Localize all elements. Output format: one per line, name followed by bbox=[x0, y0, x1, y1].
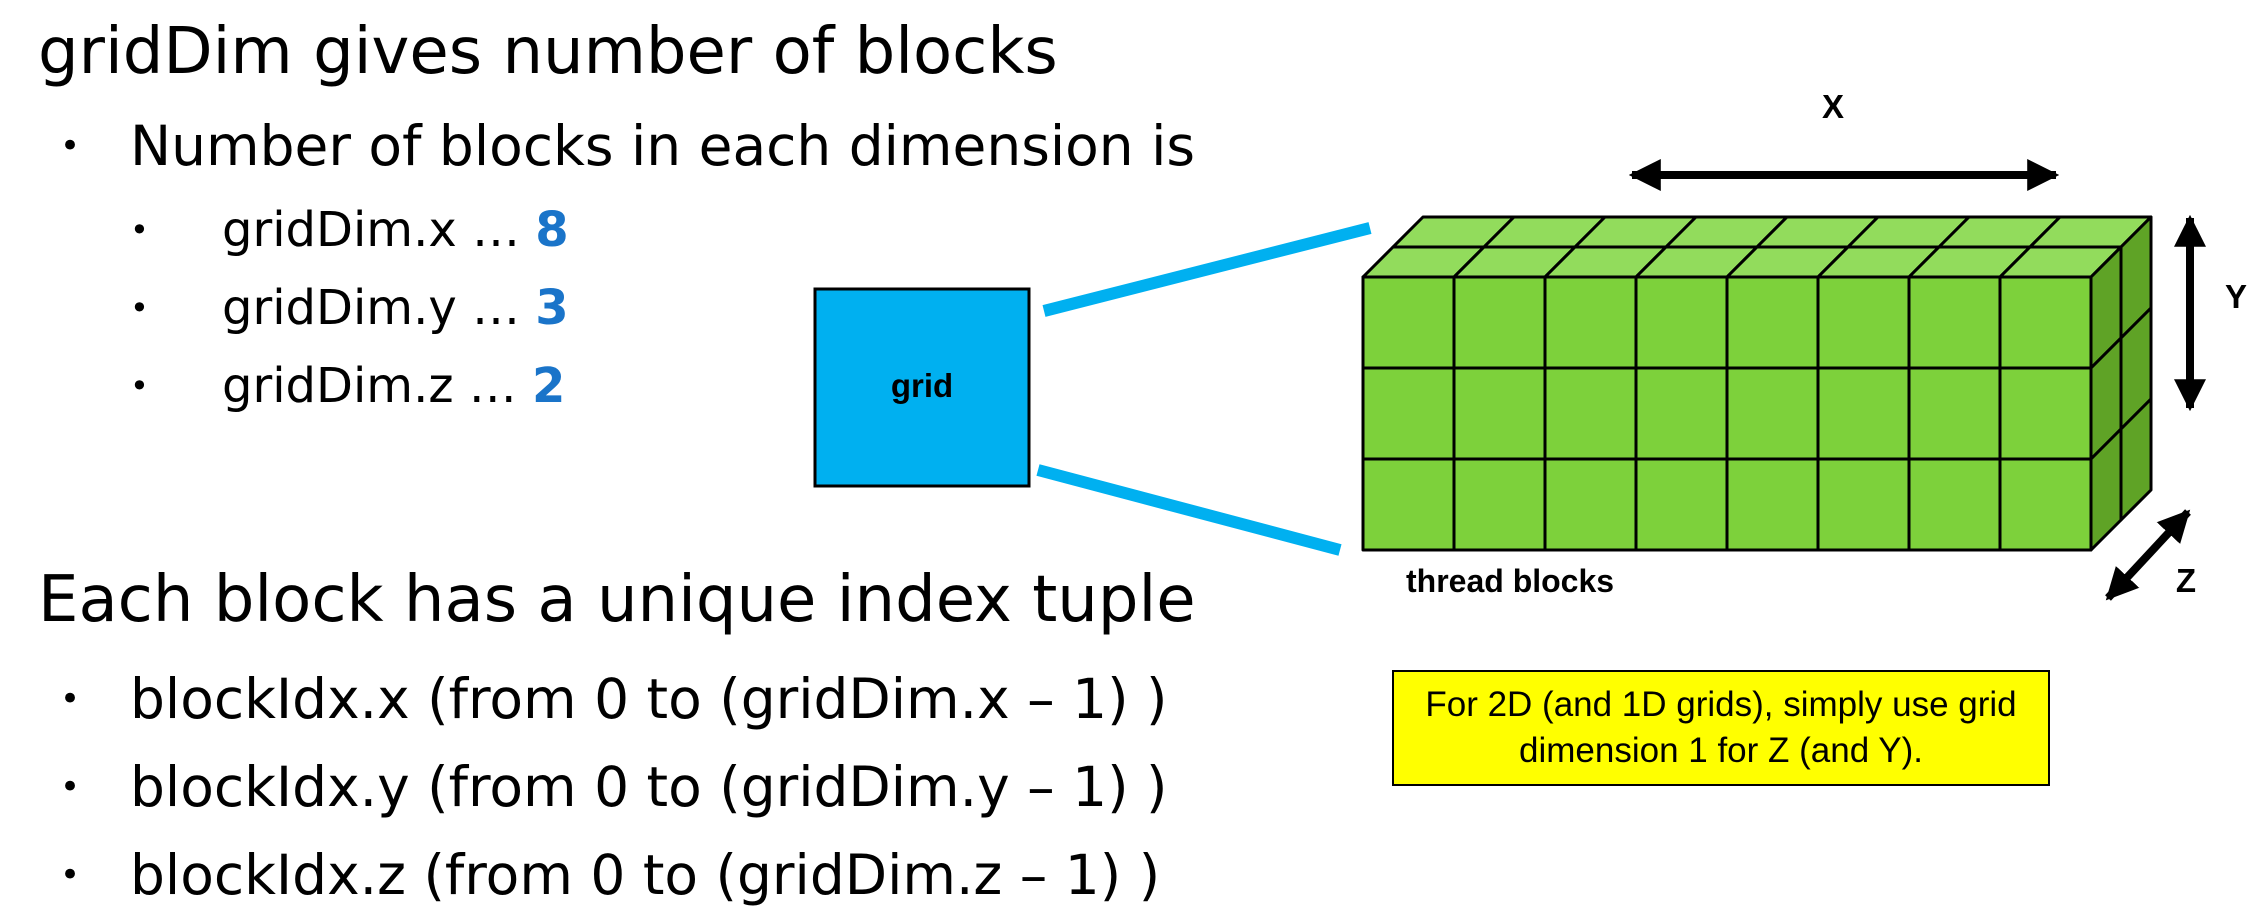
thread-blocks-label: thread blocks bbox=[1406, 563, 1614, 599]
thread-block bbox=[1725, 366, 1820, 461]
grid-dim-z-item: gridDim.z … 2 bbox=[130, 347, 569, 425]
y-axis-label: Y bbox=[2225, 278, 2247, 315]
block-index-list: blockIdx.x (from 0 to (gridDim.x – 1) ) … bbox=[38, 655, 1168, 919]
thread-block bbox=[1543, 457, 1638, 552]
z-axis-label: Z bbox=[2176, 562, 2196, 599]
grid-dim-y-label: gridDim.y … bbox=[222, 280, 520, 336]
block-idx-x-item: blockIdx.x (from 0 to (gridDim.x – 1) ) bbox=[38, 655, 1168, 743]
thread-block bbox=[1361, 457, 1456, 552]
block-idx-z-item: blockIdx.z (from 0 to (gridDim.z – 1) ) bbox=[38, 831, 1168, 919]
thread-block bbox=[1634, 366, 1729, 461]
upper-connector-line bbox=[1042, 222, 1372, 317]
thread-block bbox=[1452, 457, 1547, 552]
block-index-heading: Each block has a unique index tuple bbox=[38, 563, 1196, 637]
thread-block bbox=[1998, 366, 2093, 461]
grid-dim-x-label: gridDim.x … bbox=[222, 202, 520, 258]
thread-block bbox=[1907, 366, 2002, 461]
thread-block bbox=[1452, 366, 1547, 461]
thread-block bbox=[1634, 457, 1729, 552]
grid-dim-bullets: Number of blocks in each dimension is bbox=[38, 102, 1195, 190]
thread-block bbox=[1543, 275, 1638, 370]
thread-block bbox=[1907, 457, 2002, 552]
grid-dim-list: gridDim.x … 8 gridDim.y … 3 gridDim.z … … bbox=[130, 191, 569, 425]
thread-block bbox=[1816, 275, 1911, 370]
thread-block bbox=[1998, 275, 2093, 370]
grid-dim-y-item: gridDim.y … 3 bbox=[130, 269, 569, 347]
grid-dim-heading: gridDim gives number of blocks bbox=[38, 15, 1058, 89]
block-idx-y-item: blockIdx.y (from 0 to (gridDim.y – 1) ) bbox=[38, 743, 1168, 831]
thread-block bbox=[1452, 275, 1547, 370]
thread-block bbox=[1816, 457, 1911, 552]
grid-dim-z-label: gridDim.z … bbox=[222, 358, 517, 414]
thread-block bbox=[1634, 275, 1729, 370]
lower-connector-line bbox=[1036, 464, 1342, 556]
thread-block bbox=[1907, 275, 2002, 370]
grid-label: grid bbox=[891, 367, 953, 404]
thread-block bbox=[1361, 366, 1456, 461]
dimension-note: For 2D (and 1D grids), simply use grid d… bbox=[1392, 670, 2050, 786]
thread-block bbox=[1543, 366, 1638, 461]
grid-dim-x-value: 8 bbox=[535, 202, 569, 258]
x-axis-label: X bbox=[1822, 88, 1844, 125]
thread-block bbox=[1361, 275, 1456, 370]
thread-block bbox=[1725, 275, 1820, 370]
grid-box bbox=[813, 287, 1031, 488]
grid-dim-z-value: 2 bbox=[532, 358, 566, 414]
thread-block bbox=[1816, 366, 1911, 461]
z-axis-arrow bbox=[2105, 509, 2191, 601]
grid-dim-x-item: gridDim.x … 8 bbox=[130, 191, 569, 269]
thread-block-grid bbox=[1361, 215, 2153, 552]
grid-dim-y-value: 3 bbox=[535, 280, 569, 336]
thread-block bbox=[1998, 457, 2093, 552]
blocks-per-dimension-bullet: Number of blocks in each dimension is bbox=[38, 102, 1195, 190]
thread-block bbox=[1725, 457, 1820, 552]
